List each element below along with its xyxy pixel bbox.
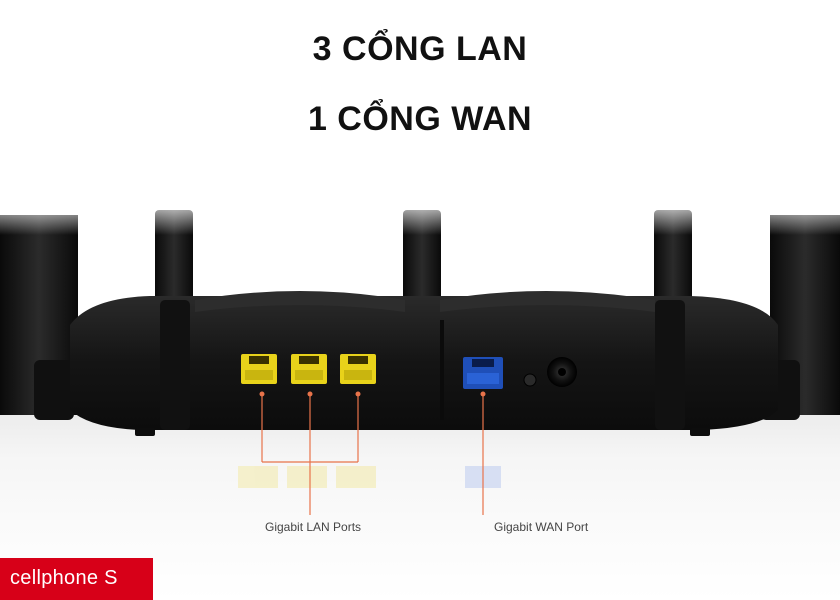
headline-wan-count: 1 CỔNG WAN	[307, 100, 533, 138]
outer-antenna-left	[0, 215, 78, 420]
wan-port	[463, 357, 503, 389]
lan-port-2	[291, 354, 327, 384]
lan-ports-label: Gigabit LAN Ports	[265, 520, 362, 534]
port-reflections	[238, 466, 501, 488]
reset-button-hole	[523, 373, 537, 387]
logo-text: cellphone S	[10, 567, 118, 589]
cellphones-logo: cellphone S	[0, 558, 153, 600]
outer-antenna-right	[760, 215, 840, 420]
callout-lines	[261, 394, 484, 515]
headline-lan-count: 3 CỔNG LAN	[312, 30, 528, 68]
lan-port-3	[340, 354, 376, 384]
lan-port-1	[241, 354, 277, 384]
wan-port-label: Gigabit WAN Port	[494, 520, 589, 534]
antenna-center	[403, 210, 441, 320]
router-body	[70, 296, 778, 430]
